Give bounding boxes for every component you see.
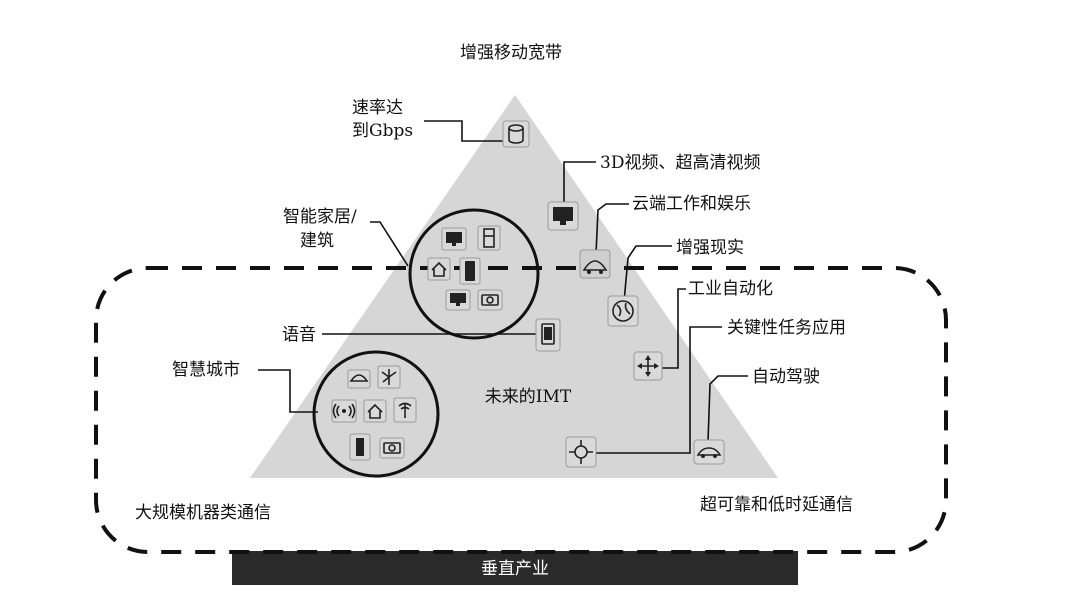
leader-industrial bbox=[660, 288, 686, 369]
phone-icon bbox=[459, 257, 481, 285]
auto-drive-label: 自动驾驶 bbox=[752, 367, 820, 387]
cloud-label: 云端工作和娱乐 bbox=[632, 194, 751, 214]
dashed-region bbox=[94, 266, 948, 554]
leader-smart-home bbox=[370, 221, 409, 267]
ar-label: 增强现实 bbox=[676, 238, 744, 258]
fridge-icon bbox=[477, 225, 501, 251]
video-3d-label: 3D视频、超高清视频 bbox=[600, 153, 760, 173]
house-city-icon bbox=[363, 399, 387, 423]
bottom-right-label: 超可靠和低时延通信 bbox=[700, 495, 853, 515]
globe-icon bbox=[607, 295, 639, 327]
industrial-label: 工业自动化 bbox=[688, 279, 773, 299]
cross-arrows-icon bbox=[633, 351, 663, 381]
car-icon bbox=[693, 439, 725, 465]
pinwheel-icon bbox=[377, 365, 401, 389]
storage-icon bbox=[502, 120, 530, 148]
signal-icon bbox=[331, 399, 357, 423]
top-label: 增强移动宽带 bbox=[460, 43, 562, 63]
leader-auto-drive bbox=[707, 375, 748, 443]
vertical-industries-bar bbox=[232, 551, 798, 585]
monitor-small-icon bbox=[445, 289, 471, 311]
gbps-label-line1: 速率达 bbox=[352, 98, 403, 118]
smart-home-label-line2: 建筑 bbox=[300, 231, 334, 251]
leader-mission bbox=[596, 326, 722, 454]
camera-city-icon bbox=[379, 437, 405, 459]
meter-icon bbox=[349, 433, 371, 461]
center-label: 未来的IMT bbox=[485, 387, 572, 407]
leader-smart-city bbox=[258, 369, 318, 413]
mission-label: 关键性任务应用 bbox=[727, 318, 846, 338]
monitor-icon bbox=[547, 201, 579, 231]
tv-icon bbox=[441, 227, 467, 251]
vertical-industries-label: 垂直产业 bbox=[481, 559, 549, 579]
smart-home-label-line1: 智能家居/ bbox=[283, 207, 357, 227]
bottom-left-label: 大规模机器类通信 bbox=[135, 503, 271, 523]
tablet-icon bbox=[535, 318, 561, 352]
cloud-car-icon bbox=[579, 249, 611, 279]
leader-cloud bbox=[595, 203, 629, 255]
smart-city-circle bbox=[312, 350, 440, 478]
voice-label: 语音 bbox=[282, 325, 316, 345]
car-small-icon bbox=[347, 369, 371, 389]
smart-city-label: 智慧城市 bbox=[172, 360, 240, 380]
target-icon bbox=[565, 436, 597, 468]
leader-ar bbox=[623, 245, 672, 303]
house-icon bbox=[427, 257, 451, 281]
leader-gbps bbox=[424, 120, 503, 142]
gbps-label-line2: 到Gbps bbox=[352, 121, 413, 141]
tower-icon bbox=[393, 397, 417, 423]
camera-icon bbox=[477, 289, 503, 311]
leader-video bbox=[563, 161, 596, 202]
smart-home-circle bbox=[408, 208, 540, 340]
